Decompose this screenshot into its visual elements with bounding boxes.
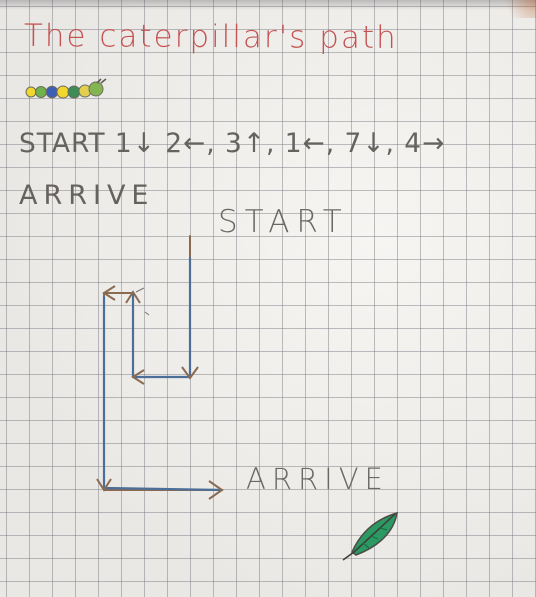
arrive-text: ARRIVE (19, 180, 154, 211)
arrive-label: ARRIVE (246, 462, 389, 496)
arrowhead-down-long (97, 479, 111, 490)
top-edge-shadow (0, 0, 536, 10)
arrowhead-down-start (182, 367, 198, 378)
paper-corner-shadow (496, 0, 536, 18)
start-label: START (218, 204, 349, 240)
pencil-scribble (136, 288, 149, 315)
page-title: The caterpillar's path (24, 18, 398, 56)
arrowhead-up (126, 292, 140, 303)
leaf-drawing (338, 508, 402, 562)
path-segment-blue (104, 258, 222, 490)
arrowhead-left-2 (104, 286, 115, 300)
arrowhead-right-end (209, 481, 222, 499)
path-segment-brown (104, 236, 222, 490)
movement-instructions: START 1↓ 2←, 3↑, 1←, 7↓, 4→ (19, 128, 445, 159)
arrowhead-left-1 (133, 370, 144, 384)
caterpillar-drawing (23, 78, 107, 106)
